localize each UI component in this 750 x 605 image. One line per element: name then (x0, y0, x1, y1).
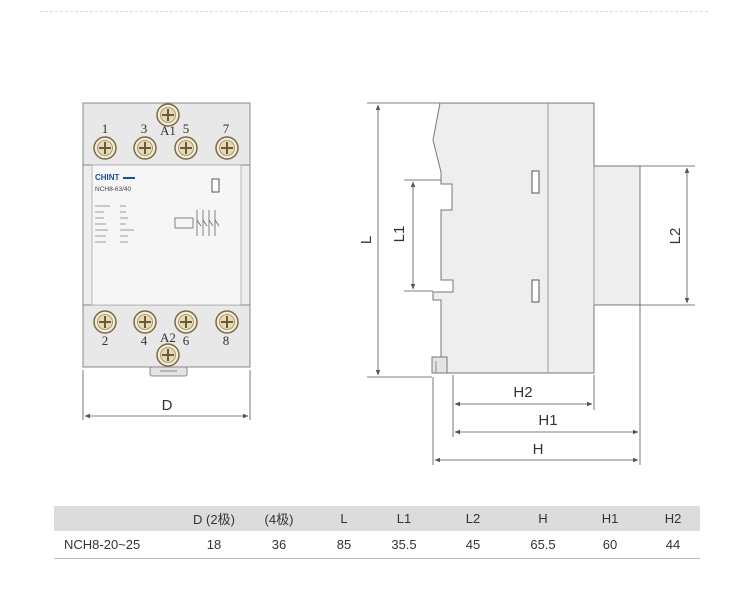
terminal-screw-6 (174, 310, 198, 334)
dim-h-label: H (533, 441, 544, 458)
terminal-screw-5 (174, 136, 198, 160)
terminal-screw-2 (93, 310, 117, 334)
brand-logo: CHINT (95, 173, 120, 182)
table-cell-model: NCH8-20~25 (54, 531, 184, 559)
table-header-model (54, 506, 184, 531)
table-cell-l: 85 (314, 531, 374, 559)
dim-l2-label: L2 (667, 228, 684, 245)
spec-fine-print (95, 205, 134, 243)
wiring-symbol (174, 210, 220, 236)
terminal-screw-1 (93, 136, 117, 160)
table-header-l2: L2 (434, 506, 512, 531)
side-body-outline (432, 102, 641, 374)
table-cell-l2: 45 (434, 531, 512, 559)
terminal-screw-7 (215, 136, 239, 160)
dim-h1-label: H1 (538, 412, 557, 429)
coil-screw-a2 (156, 343, 180, 367)
table-cell-h: 65.5 (512, 531, 574, 559)
terminal-1-label: 1 (102, 121, 109, 136)
table-header-l: L (314, 506, 374, 531)
side-din-clip (431, 356, 448, 374)
terminal-a1-label: A1 (160, 123, 176, 138)
table-header-h1: H1 (574, 506, 646, 531)
side-view: L L1 L2 H2 H1 H (358, 102, 695, 465)
terminal-7-label: 7 (223, 121, 230, 136)
terminal-2-label: 2 (102, 333, 109, 348)
terminal-screw-4 (133, 310, 157, 334)
table-header-l1: L1 (374, 506, 434, 531)
terminal-3-label: 3 (141, 121, 148, 136)
terminal-screw-8 (215, 310, 239, 334)
side-slot-lower (531, 279, 540, 303)
front-view: 1 3 A1 5 7 CHINT NCH8-63/40 (82, 102, 251, 420)
terminal-5-label: 5 (183, 121, 190, 136)
terminal-4-label: 4 (141, 333, 148, 348)
table-cell-d: 18 (184, 531, 244, 559)
table-header-row: D (2极) (4极) L L1 L2 H H1 H2 (54, 506, 700, 531)
top-divider (40, 11, 708, 12)
dimension-table: D (2极) (4极) L L1 L2 H H1 H2 NCH8-20~25 1… (54, 506, 700, 559)
table-header-4pole: (4极) (244, 506, 314, 531)
table-cell-h2: 44 (646, 531, 700, 559)
technical-drawing: 1 3 A1 5 7 CHINT NCH8-63/40 (82, 102, 695, 465)
model-label: NCH8-63/40 (95, 186, 132, 193)
terminal-8-label: 8 (223, 333, 230, 348)
table-header-h2: H2 (646, 506, 700, 531)
dim-h2-label: H2 (513, 384, 532, 401)
dim-l-label: L (358, 236, 375, 244)
table-cell-h1: 60 (574, 531, 646, 559)
table-header-h: H (512, 506, 574, 531)
side-slot-upper (531, 170, 540, 194)
table-cell-4pole: 36 (244, 531, 314, 559)
table-header-d: D (2极) (184, 506, 244, 531)
indicator-window (211, 178, 220, 193)
terminal-screw-3 (133, 136, 157, 160)
dim-l1-label: L1 (391, 226, 408, 243)
table-cell-l1: 35.5 (374, 531, 434, 559)
table-row: NCH8-20~25 18 36 85 35.5 45 65.5 60 44 (54, 531, 700, 559)
dim-width-label: D (162, 397, 173, 414)
terminal-a2-label: A2 (160, 330, 176, 345)
coil-screw-a1 (156, 103, 180, 127)
terminal-6-label: 6 (183, 333, 190, 348)
